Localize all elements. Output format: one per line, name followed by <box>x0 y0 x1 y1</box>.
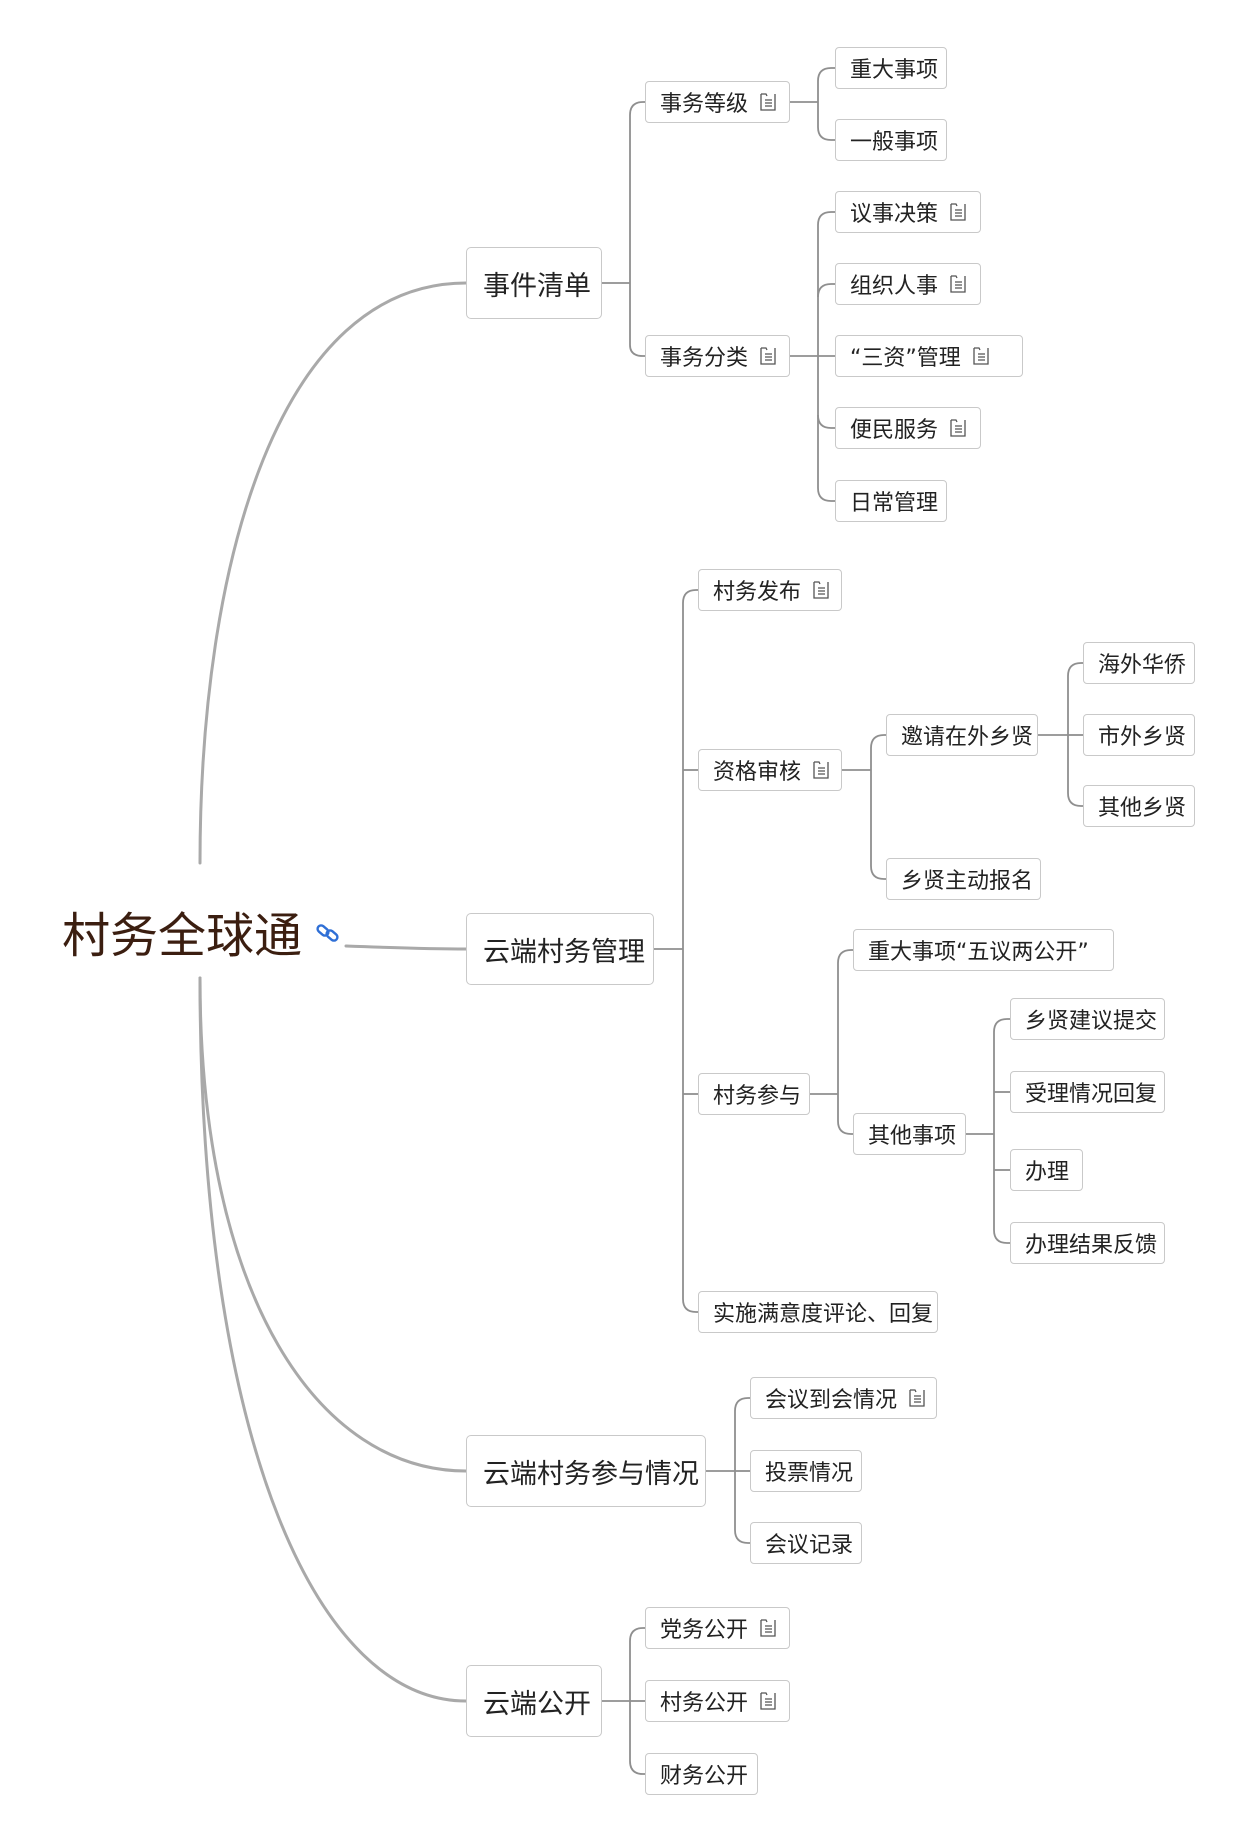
topic-village-participation[interactable]: 村务参与 <box>698 1073 810 1115</box>
topic-finance-public[interactable]: 财务公开 <box>645 1753 758 1795</box>
edge-root-event-list <box>198 281 468 865</box>
topic-result-feedback[interactable]: 办理结果反馈 <box>1010 1222 1165 1264</box>
topic-out-of-city-sages[interactable]: 市外乡贤 <box>1083 714 1195 756</box>
topic-invite-sages[interactable]: 邀请在外乡贤 <box>886 714 1038 756</box>
topic-other-sages[interactable]: 其他乡贤 <box>1083 785 1195 827</box>
topic-three-assets[interactable]: “三资”管理 <box>835 335 1023 377</box>
topic-meeting-minutes[interactable]: 会议记录 <box>750 1522 862 1564</box>
topic-self-apply[interactable]: 乡贤主动报名 <box>886 858 1041 900</box>
topic-cloud-public[interactable]: 云端公开 <box>466 1665 602 1737</box>
topic-label: 云端村务管理 <box>483 936 645 968</box>
topic-label: 村务发布 <box>713 580 802 605</box>
topic-deliberation[interactable]: 议事决策 <box>835 191 981 233</box>
topic-party-public[interactable]: 党务公开 <box>645 1607 790 1649</box>
topic-label: 其他事项 <box>868 1124 957 1149</box>
topic-label: 投票情况 <box>765 1461 854 1486</box>
topic-label: 事务等级 <box>660 92 749 117</box>
topic-five-discussions[interactable]: 重大事项“五议两公开” <box>853 929 1114 971</box>
topic-personnel[interactable]: 组织人事 <box>835 263 981 305</box>
topic-label: 重大事项 <box>850 58 939 83</box>
topic-label: 海外华侨 <box>1098 653 1187 678</box>
topic-acceptance-reply[interactable]: 受理情况回复 <box>1010 1071 1165 1113</box>
note-icon[interactable] <box>811 580 831 600</box>
topic-label: 财务公开 <box>660 1764 749 1789</box>
edge-root-cloud-management <box>344 944 468 951</box>
topic-label: 市外乡贤 <box>1098 725 1187 750</box>
topic-general-matter[interactable]: 一般事项 <box>835 119 947 161</box>
topic-label: 会议记录 <box>765 1533 854 1558</box>
topic-label: 办理结果反馈 <box>1025 1233 1158 1258</box>
note-icon[interactable] <box>907 1388 927 1408</box>
topic-label: 资格审核 <box>713 760 802 785</box>
note-icon[interactable] <box>811 760 831 780</box>
edge-root-cloud-public <box>198 976 468 1703</box>
topic-daily-management[interactable]: 日常管理 <box>835 480 947 522</box>
topic-label: 邀请在外乡贤 <box>901 725 1034 750</box>
topic-village-public[interactable]: 村务公开 <box>645 1680 790 1722</box>
topic-label: 日常管理 <box>850 491 939 516</box>
note-icon[interactable] <box>948 202 968 222</box>
topic-label: 事务分类 <box>660 346 749 371</box>
topic-label: 云端村务参与情况 <box>483 1458 699 1490</box>
topic-village-publish[interactable]: 村务发布 <box>698 569 842 611</box>
topic-label: 村务参与 <box>713 1084 802 1109</box>
topic-label: 议事决策 <box>850 202 939 227</box>
note-icon[interactable] <box>758 1691 778 1711</box>
topic-label: 便民服务 <box>850 418 939 443</box>
topic-label: 受理情况回复 <box>1025 1082 1158 1107</box>
topic-label: “三资”管理 <box>850 346 961 371</box>
topic-overseas-chinese[interactable]: 海外华侨 <box>1083 642 1195 684</box>
root-topic[interactable]: 村务全球通 <box>62 896 342 966</box>
topic-cloud-participation[interactable]: 云端村务参与情况 <box>466 1435 706 1507</box>
topic-label: 事件清单 <box>483 270 591 302</box>
note-icon[interactable] <box>758 92 778 112</box>
topic-label: 党务公开 <box>660 1618 749 1643</box>
topic-label: 重大事项“五议两公开” <box>868 940 1089 965</box>
note-icon[interactable] <box>758 346 778 366</box>
topic-label: 一般事项 <box>850 130 939 155</box>
topic-suggestion-submit[interactable]: 乡贤建议提交 <box>1010 998 1165 1040</box>
topic-meeting-attendance[interactable]: 会议到会情况 <box>750 1377 937 1419</box>
edge-root-cloud-participation <box>198 976 468 1473</box>
topic-event-list[interactable]: 事件清单 <box>466 247 602 319</box>
note-icon[interactable] <box>971 346 991 366</box>
topic-convenience-service[interactable]: 便民服务 <box>835 407 981 449</box>
note-icon[interactable] <box>758 1618 778 1638</box>
topic-label: 实施满意度评论、回复 <box>713 1302 934 1327</box>
topic-label: 办理 <box>1025 1160 1070 1185</box>
link-icon[interactable] <box>314 919 342 947</box>
note-icon[interactable] <box>948 418 968 438</box>
topic-label: 组织人事 <box>850 274 939 299</box>
topic-label: 乡贤主动报名 <box>901 869 1034 894</box>
topic-label: 村务公开 <box>660 1691 749 1716</box>
note-icon[interactable] <box>948 274 968 294</box>
topic-other-matters[interactable]: 其他事项 <box>853 1113 966 1155</box>
topic-handle[interactable]: 办理 <box>1010 1149 1083 1191</box>
topic-qualification[interactable]: 资格审核 <box>698 749 842 791</box>
topic-label: 会议到会情况 <box>765 1388 898 1413</box>
topic-label: 乡贤建议提交 <box>1025 1009 1158 1034</box>
topic-satisfaction-comment[interactable]: 实施满意度评论、回复 <box>698 1291 938 1333</box>
topic-cloud-management[interactable]: 云端村务管理 <box>466 913 654 985</box>
topic-major-matter[interactable]: 重大事项 <box>835 47 947 89</box>
topic-affair-level[interactable]: 事务等级 <box>645 81 790 123</box>
topic-affair-category[interactable]: 事务分类 <box>645 335 790 377</box>
topic-label: 云端公开 <box>483 1688 591 1720</box>
root-title: 村务全球通 <box>62 908 303 964</box>
topic-label: 其他乡贤 <box>1098 796 1187 821</box>
topic-voting[interactable]: 投票情况 <box>750 1450 862 1492</box>
